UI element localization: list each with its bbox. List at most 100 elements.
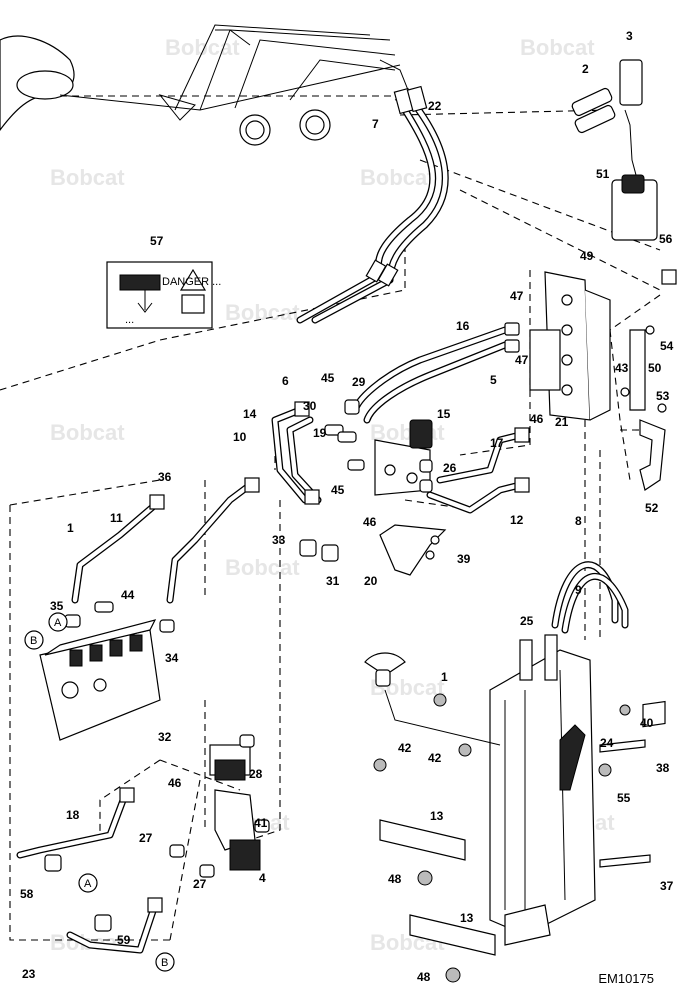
- support-bars: [379, 819, 551, 956]
- callout-labels: 2 3 22 7 51 56 57 49 47 47 16 5 54 43 50…: [20, 29, 674, 984]
- watermark: Bobcat: [225, 300, 300, 325]
- callout: 17: [490, 436, 504, 450]
- callout: 3: [626, 29, 633, 43]
- watermark: Bobcat: [50, 420, 125, 445]
- callout: 1: [67, 521, 74, 535]
- callout: 52: [645, 501, 659, 515]
- callout: 9: [575, 583, 582, 597]
- warning-decal: DANGER ... ...: [106, 261, 221, 329]
- callout: 46: [530, 412, 544, 426]
- callout: 47: [510, 289, 524, 303]
- callout: 55: [617, 791, 631, 805]
- small-decals: [642, 269, 677, 728]
- bracket-52: [620, 325, 667, 491]
- callout: 43: [615, 361, 629, 375]
- callout: 20: [364, 574, 378, 588]
- callout: 2: [582, 62, 589, 76]
- mounting-plate: [529, 271, 611, 421]
- callout: 4: [259, 871, 266, 885]
- callout: 37: [660, 879, 674, 893]
- callout: 33: [272, 533, 286, 547]
- callout: 19: [313, 426, 327, 440]
- callout: 32: [158, 730, 172, 744]
- callout: 7: [372, 117, 379, 131]
- selector-valve: [374, 419, 433, 496]
- callout: 27: [193, 877, 207, 891]
- hoses-18-23: [16, 787, 163, 954]
- callout: 22: [428, 99, 442, 113]
- callout: 44: [121, 588, 135, 602]
- callout: 58: [20, 887, 34, 901]
- decal-text: DANGER ...: [162, 276, 221, 288]
- callout: 27: [139, 831, 153, 845]
- callout: 23: [22, 967, 36, 981]
- callout: 8: [575, 514, 582, 528]
- callout: 15: [437, 407, 451, 421]
- callout: 28: [249, 767, 263, 781]
- callout: 48: [388, 872, 402, 886]
- decal-text: ...: [125, 314, 134, 326]
- bolts: [373, 693, 651, 983]
- callout: 48: [417, 970, 431, 984]
- callout: 31: [326, 574, 340, 588]
- callout: 16: [456, 319, 470, 333]
- callout: 6: [282, 374, 289, 388]
- bracket-20: [379, 524, 447, 576]
- fittings: [299, 399, 433, 562]
- callout: 38: [656, 761, 670, 775]
- boom-frame: [0, 24, 411, 146]
- callout: 42: [428, 751, 442, 765]
- callout: 30: [303, 399, 317, 413]
- callout: 45: [331, 483, 345, 497]
- hoses-8-9: [551, 561, 629, 634]
- hose-14: [271, 401, 322, 505]
- callout: 59: [117, 933, 131, 947]
- callout: 1: [441, 670, 448, 684]
- callout: 46: [168, 776, 182, 790]
- callout: 50: [648, 361, 662, 375]
- callout: 42: [398, 741, 412, 755]
- watermark: Bobcat: [520, 35, 595, 60]
- callout: 41: [254, 816, 268, 830]
- callout: 51: [596, 167, 610, 181]
- circled-markers: B A A B: [24, 612, 175, 972]
- callout: 26: [443, 461, 457, 475]
- callout: 40: [640, 716, 654, 730]
- main-hoses: [296, 85, 449, 324]
- callout: 25: [520, 614, 534, 628]
- hoses-17-12: [426, 427, 530, 514]
- callout: 24: [600, 736, 614, 750]
- callout: 57: [150, 234, 164, 248]
- callout: 5: [490, 373, 497, 387]
- callout: 36: [158, 470, 172, 484]
- callout: 47: [515, 353, 529, 367]
- callout: 14: [243, 407, 257, 421]
- callout: 10: [233, 430, 247, 444]
- control-valve: [39, 614, 175, 741]
- marker-letter: B: [30, 635, 37, 647]
- callout: 13: [460, 911, 474, 925]
- callout: 13: [430, 809, 444, 823]
- callout: 45: [321, 371, 335, 385]
- coupler-assembly: [571, 59, 658, 241]
- marker-letter: A: [84, 878, 92, 890]
- callout: 12: [510, 513, 524, 527]
- watermark: Bobcat: [165, 35, 240, 60]
- reference-code: EM10175: [598, 971, 654, 986]
- callout: 39: [457, 552, 471, 566]
- dashed-leader-lines: [0, 95, 661, 941]
- callout: 34: [165, 651, 179, 665]
- callout: 54: [660, 339, 674, 353]
- watermark: Bobcat: [50, 165, 125, 190]
- callout: 56: [659, 232, 673, 246]
- watermark: Bobcat: [225, 555, 300, 580]
- hoses-11-10: [71, 477, 260, 613]
- callout: 11: [110, 511, 123, 525]
- callout: 53: [656, 389, 670, 403]
- marker-letter: A: [54, 617, 62, 629]
- marker-letter: B: [161, 957, 168, 969]
- solenoid-valve: [169, 734, 270, 878]
- hoses-16-5: [351, 322, 520, 424]
- callout: 35: [50, 599, 64, 613]
